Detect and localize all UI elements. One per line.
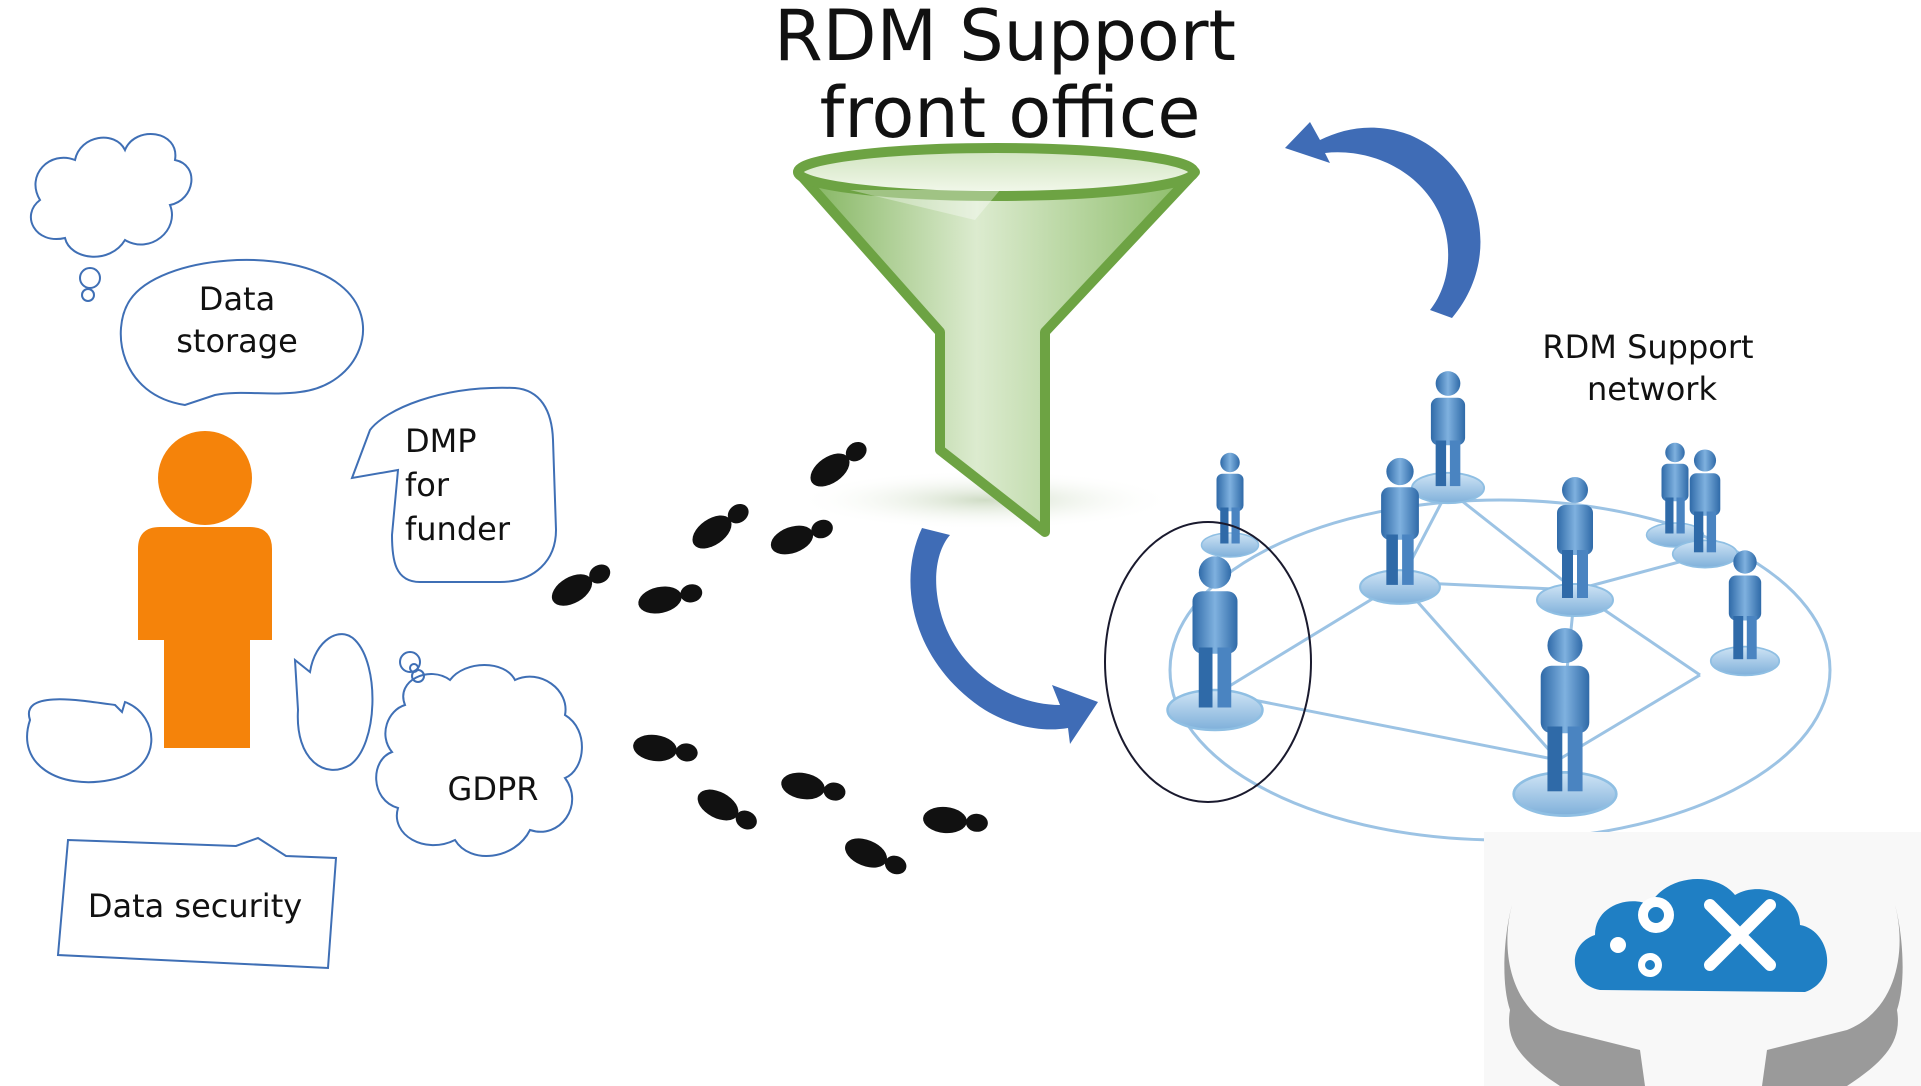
funnel-icon: [793, 143, 1200, 537]
arrow-network-to-front-office: [1285, 122, 1481, 318]
dmp-line-2: for: [405, 466, 450, 504]
support-network: [1104, 370, 1832, 842]
bubble-data-storage: Data storage: [119, 258, 365, 407]
arrow-front-office-to-network: [910, 528, 1098, 744]
dmp-line-3: funder: [405, 510, 511, 548]
gdpr-label: GDPR: [448, 770, 539, 808]
bubble-empty-left: [26, 698, 153, 784]
bubble-empty-right: [293, 633, 374, 771]
title-line-2: front office: [820, 72, 1201, 154]
highlight-circle: [1104, 521, 1312, 803]
title-line-1: RDM Support: [774, 0, 1236, 77]
network-label-line-2: network: [1587, 370, 1717, 408]
researcher-figure: [138, 431, 272, 748]
data-storage-line-1: Data: [199, 280, 275, 318]
network-label-line-1: RDM Support: [1542, 328, 1753, 366]
data-security-label: Data security: [88, 887, 302, 925]
bubble-dmp-for-funder: DMP for funder: [350, 386, 558, 583]
dmp-line-1: DMP: [405, 422, 477, 460]
thought-cloud-gdpr: GDPR: [375, 651, 583, 857]
callout-data-security: Data security: [56, 836, 338, 970]
support-hands-cloud-icon: [1484, 832, 1921, 1086]
data-storage-line-2: storage: [176, 322, 298, 360]
thought-cloud-empty: [29, 133, 193, 302]
